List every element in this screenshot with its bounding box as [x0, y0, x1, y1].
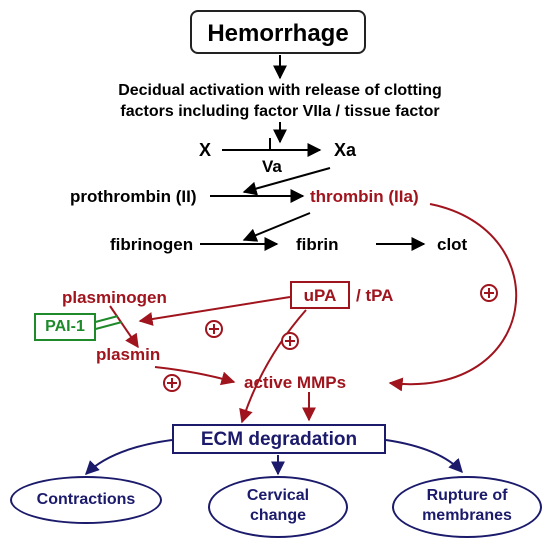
plus-sign-upa-plasminogen: [205, 320, 223, 338]
upa-label: uPA: [303, 286, 337, 305]
ecm-degradation-box: [172, 424, 386, 454]
pai1-label: PAI-1: [45, 318, 85, 335]
cervical-change-ellipse: [208, 476, 348, 538]
arrow-plasminogen-to-plasmin: [109, 305, 139, 349]
arrow-thrombin-to-active-mmps: [388, 203, 518, 392]
contractions-ellipse: [10, 476, 162, 524]
plus-sign-thrombin-mmps: [480, 284, 498, 302]
contractions-label: Contractions: [36, 491, 136, 508]
pai1-box: [34, 313, 96, 341]
arrow-upa-to-plasminogen: [138, 296, 291, 326]
plus-sign-plasmin-mmps: [163, 374, 181, 392]
arrow-thrombin-to-fibrinogen-step: [242, 212, 311, 242]
rupture-of-membranes-ellipse: [392, 476, 542, 538]
factor-va-label: Va: [262, 157, 282, 176]
fibrin-label: fibrin: [296, 235, 339, 254]
prothrombin-label: prothrombin (II): [70, 187, 197, 206]
arrow-ecm-to-rupture: [385, 439, 463, 474]
decidual-activation-line-1: Decidual activation with release of clot…: [118, 82, 442, 99]
rupture-label-1: Rupture of: [426, 487, 508, 504]
rupture-label-2: membranes: [422, 507, 512, 524]
thrombin-label: thrombin (IIa): [310, 187, 419, 206]
cervical-change-label-2: change: [249, 507, 306, 524]
arrow-plasmin-to-active-mmps: [154, 366, 236, 386]
hemorrhage-label: Hemorrhage: [207, 20, 349, 47]
cervical-change-label-1: Cervical: [246, 487, 310, 504]
upa-box: [290, 281, 350, 309]
active-mmps-label: active MMPs: [244, 373, 347, 392]
factor-x-label: X: [199, 140, 212, 160]
arrow-ecm-to-contractions: [85, 439, 173, 475]
arrow-xa-to-prothrombin-step: [242, 167, 331, 196]
ecm-degradation-label: ECM degradation: [200, 429, 358, 450]
plasmin-label: plasmin: [96, 345, 161, 364]
hemorrhage-box: [190, 10, 366, 54]
arrow-upa-to-ecm: [239, 309, 307, 424]
plus-sign-upa-ecm: [281, 332, 299, 350]
factor-xa-label: Xa: [334, 140, 357, 160]
plasminogen-label: plasminogen: [62, 288, 167, 307]
fibrinogen-label: fibrinogen: [110, 235, 194, 254]
clot-label: clot: [437, 235, 468, 254]
tpa-label: / tPA: [356, 286, 394, 305]
decidual-activation-line-2: factors including factor VIIa / tissue f…: [120, 103, 440, 120]
